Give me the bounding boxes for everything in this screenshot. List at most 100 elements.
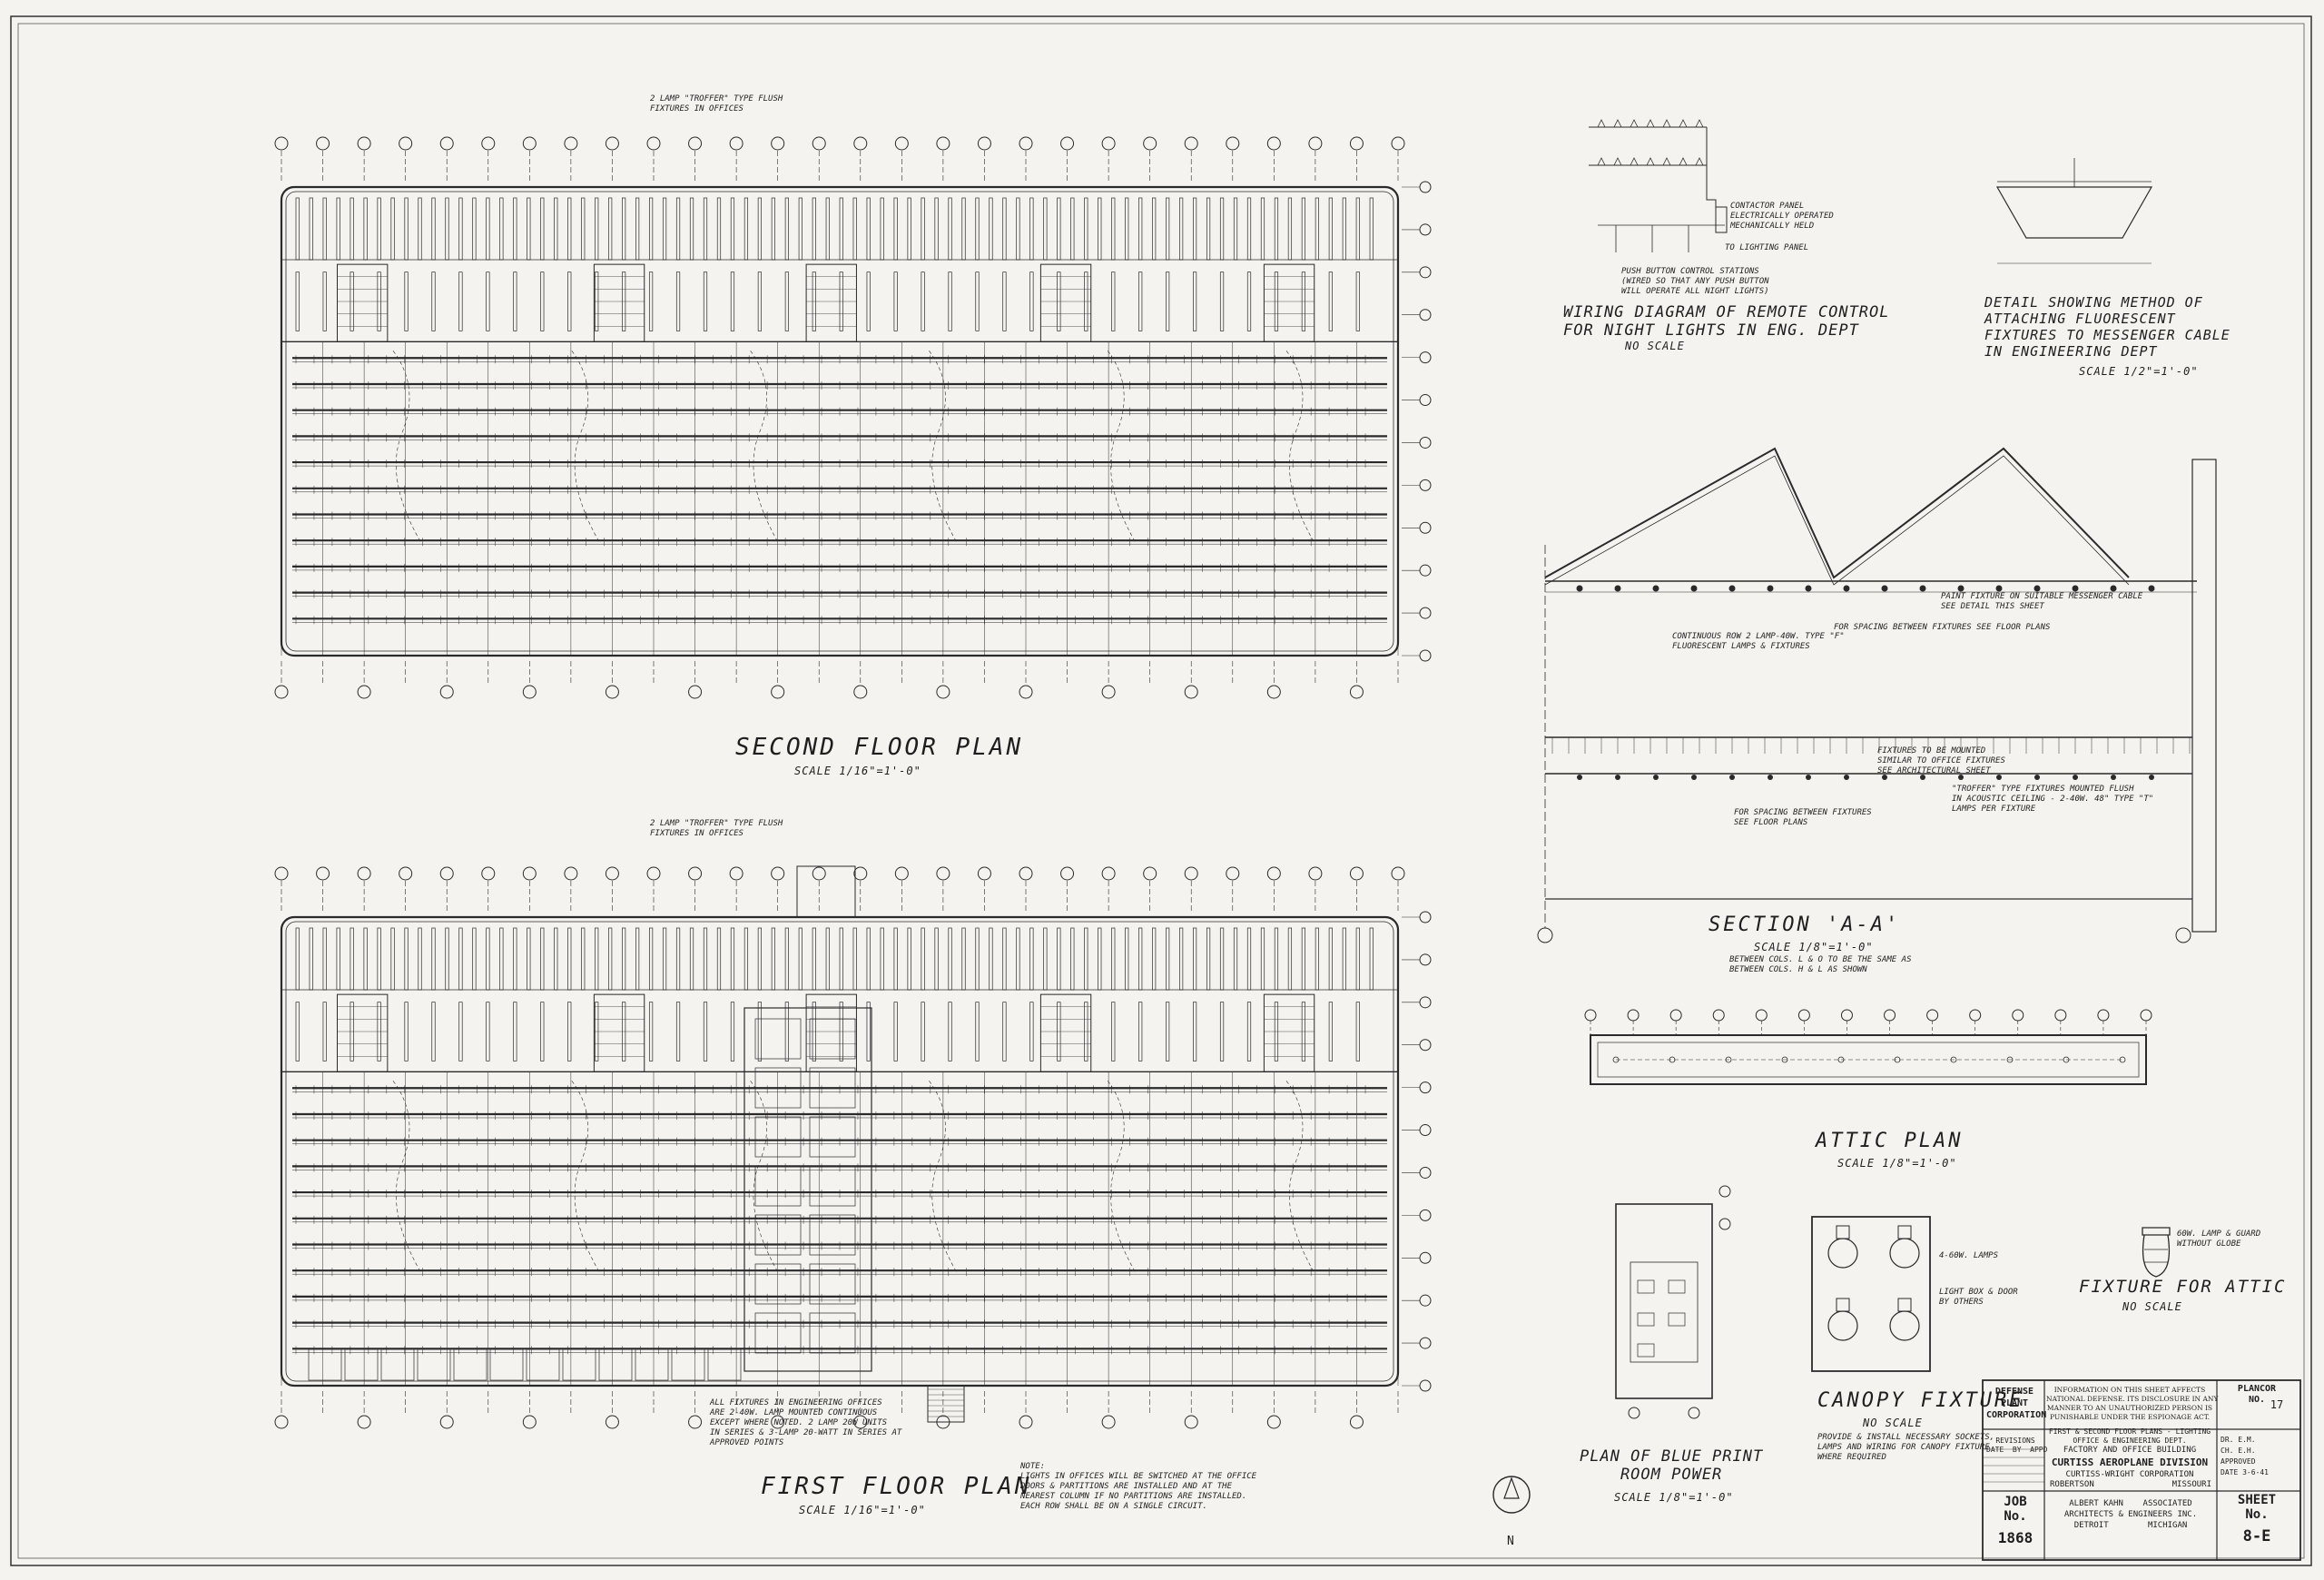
first-floor-col-marker [771, 1415, 785, 1429]
attic-col-marker [1669, 1009, 1682, 1022]
wiring-diagram-title: WIRING DIAGRAM OF REMOTE CONTROL FOR NIG… [1563, 303, 1890, 340]
attic-col-marker [2054, 1009, 2067, 1022]
second-floor-col-marker [1349, 136, 1364, 151]
first-floor-col-marker [1349, 1415, 1364, 1429]
first-floor-col-marker [1266, 866, 1281, 881]
first-floor-col-marker [1266, 1415, 1281, 1429]
detail-fixture-outline [1995, 186, 2153, 239]
second-floor-col-marker [812, 136, 826, 151]
contactor-panel [1715, 206, 1728, 233]
tb-sheet-no: 8-E [2242, 1527, 2271, 1545]
attic-outline [1590, 1034, 2147, 1085]
first-floor-plan-title: FIRST FLOOR PLAN [761, 1473, 1032, 1500]
second-floor-col-marker [771, 685, 785, 699]
section-fixture [1882, 775, 1887, 780]
first-floor-col-marker [274, 866, 289, 881]
second-floor-plan-scale: SCALE 1/16"=1'-0" [794, 765, 921, 777]
canopy-fixture-note: PROVIDE & INSTALL NECESSARY SOCKETS, LAM… [1817, 1433, 1995, 1462]
second-floor-col-marker [936, 685, 950, 699]
section-col-marker [1537, 927, 1553, 943]
attic-col-marker [1797, 1009, 1810, 1022]
section-fixture [1691, 775, 1697, 780]
second-floor-plan [274, 136, 1432, 699]
first-floor-row-marker [1419, 1209, 1432, 1221]
tb-job-no: 1868 [1997, 1529, 2034, 1546]
section-fixture [2034, 775, 2040, 780]
second-floor-col-marker [688, 136, 703, 151]
north-arrow [1492, 1476, 1531, 1514]
title-block-lines [1982, 1379, 2301, 1561]
first-floor-row-marker [1419, 1294, 1432, 1307]
first-floor-col-marker [605, 1415, 619, 1429]
section-aa-scale: SCALE 1/8"=1'-0" [1754, 941, 1874, 953]
first-floor-col-marker [853, 1415, 868, 1429]
second-floor-col-marker [1060, 136, 1075, 151]
first-floor-col-marker [812, 866, 826, 881]
second-floor-row-marker [1419, 436, 1432, 449]
blueprint-room-outline [1615, 1203, 1713, 1399]
troffer-ceiling-callout: "TROFFER" TYPE FIXTURES MOUNTED FLUSH IN… [1952, 785, 2154, 814]
canopy-lamps-callout: 4-60W. LAMPS [1939, 1251, 1999, 1260]
second-floor-col-marker [1019, 136, 1033, 151]
first-floor-col-marker [1101, 1415, 1116, 1429]
first-floor-plan [274, 865, 1432, 1429]
first-floor-row-marker [1419, 1039, 1432, 1052]
first-floor-col-marker [977, 866, 991, 881]
fixtures-mounted-callout: FIXTURES TO BE MOUNTED SIMILAR TO OFFICE… [1877, 746, 2005, 775]
second-floor-row-marker [1419, 394, 1432, 407]
detail-drawings [1492, 119, 2171, 1514]
second-floor-col-marker [564, 136, 578, 151]
first-floor-col-marker [688, 866, 703, 881]
to-lighting-callout: TO LIGHTING PANEL [1725, 243, 1809, 252]
tb-architect: ALBERT KAHN ASSOCIATED ARCHITECTS & ENGI… [2063, 1499, 2198, 1530]
push-button-callout: PUSH BUTTON CONTROL STATIONS (WIRED SO T… [1621, 267, 1769, 296]
first-floor-col-marker [1101, 866, 1116, 881]
section-fixture [1652, 585, 1659, 592]
second-floor-col-marker [357, 136, 371, 151]
section-fixture [1768, 775, 1773, 780]
section-fixture [1881, 585, 1888, 592]
section-aa-title: SECTION 'A-A' [1709, 913, 1901, 936]
continuous-row-callout: CONTINUOUS ROW 2 LAMP-40W. TYPE "F" FLUO… [1672, 632, 1845, 651]
tb-state: MISSOURI [2171, 1480, 2211, 1489]
section-fixture [1844, 775, 1849, 780]
first-floor-row-marker [1419, 1124, 1432, 1137]
section-fixture [1843, 585, 1850, 592]
spacing-callout: FOR SPACING BETWEEN FIXTURES SEE FLOOR P… [1834, 623, 2051, 632]
section-fixture [1806, 775, 1811, 780]
second-floor-col-marker [605, 685, 619, 699]
first-floor-row-marker [1419, 1337, 1432, 1349]
first-floor-plan-scale: SCALE 1/16"=1'-0" [799, 1504, 926, 1516]
second-floor-col-marker [894, 136, 909, 151]
second-floor-row-marker [1419, 479, 1432, 491]
second-floor-col-marker [1184, 136, 1198, 151]
second-floor-col-marker [522, 685, 537, 699]
first-floor-core [743, 1007, 872, 1372]
section-fixture [1576, 585, 1583, 592]
second-floor-col-marker [1266, 136, 1281, 151]
second-floor-col-marker [853, 685, 868, 699]
second-floor-col-marker [481, 136, 496, 151]
second-floor-col-marker [522, 136, 537, 151]
first-floor-col-marker [646, 866, 661, 881]
first-floor-col-marker [1184, 1415, 1198, 1429]
second-floor-col-marker [977, 136, 991, 151]
section-aa-drawing [1537, 447, 2217, 943]
second-floor-col-marker [936, 136, 950, 151]
first-floor-col-marker [564, 866, 578, 881]
first-floor-col-marker [1226, 866, 1240, 881]
section-fixture [2111, 775, 2116, 780]
second-floor-row-marker [1419, 351, 1432, 364]
first-floor-col-marker [1349, 866, 1364, 881]
section-aa-note: BETWEEN COLS. L & O TO BE THE SAME AS BE… [1729, 955, 1912, 974]
attic-col-marker [1584, 1009, 1597, 1022]
second-floor-col-marker [605, 136, 619, 151]
section-fixture [1919, 585, 1926, 592]
tb-drawn: DR. E.M. CH. E.H. APPROVED DATE 3-6-41 [2221, 1436, 2269, 1476]
first-floor-col-marker [522, 866, 537, 881]
second-floor-row-marker [1419, 223, 1432, 236]
entrance-south [927, 1385, 965, 1423]
first-floor-row-marker [1419, 1166, 1432, 1179]
